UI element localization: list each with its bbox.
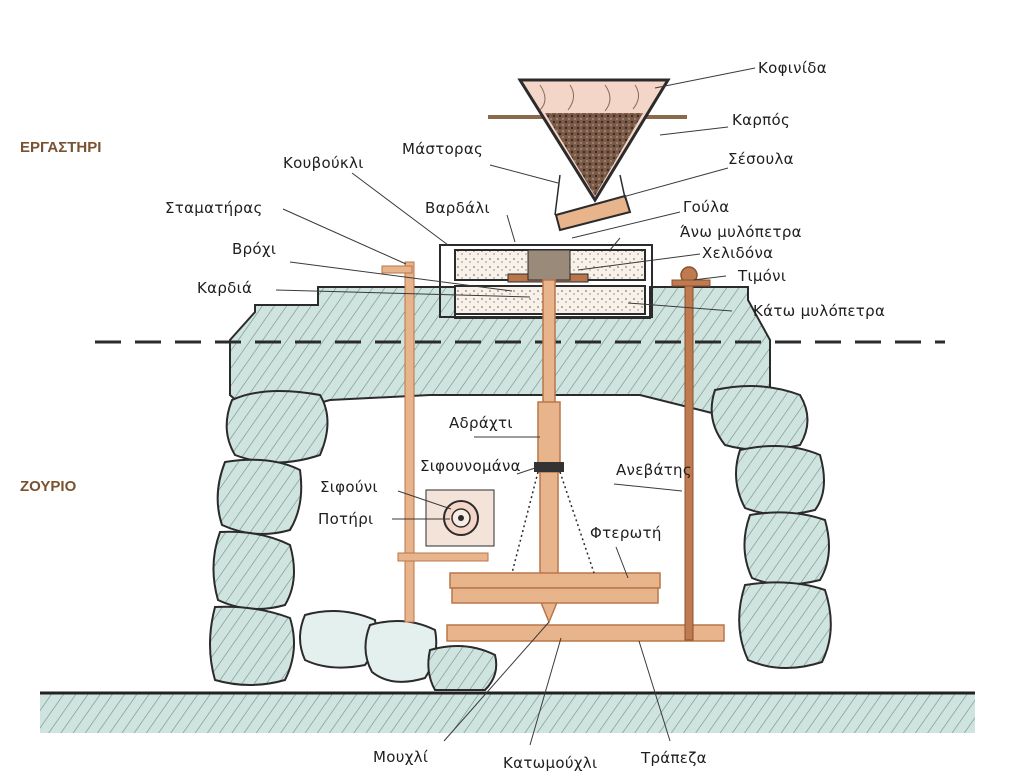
label-hopper: Κοφινίδα	[758, 59, 827, 77]
nozzle	[425, 489, 495, 547]
label-stopper: Σταματήρας	[165, 199, 263, 217]
label-cover: Κουβούκλι	[283, 154, 364, 172]
label-master: Μάστορας	[402, 140, 483, 158]
label-lower-pivot: Κατωμούχλι	[503, 754, 597, 772]
label-rynd: Χελιδόνα	[702, 244, 773, 262]
spindle	[534, 279, 564, 624]
label-upper-millstone: Άνω μυλόπετρα	[680, 223, 802, 241]
label-bridge-tree: Τράπεζα	[640, 749, 707, 767]
label-cup: Ποτήρι	[318, 510, 373, 528]
label-lifter: Ανεβάτης	[616, 461, 692, 479]
lifting-rod	[671, 266, 711, 641]
label-feed-shoe: Βαρδάλι	[425, 199, 490, 217]
stone-wall-left	[209, 390, 498, 691]
bridge-tree	[446, 624, 725, 642]
paddle-wheel	[449, 471, 661, 604]
label-nozzle: Σιφούνι	[320, 478, 378, 496]
label-heart: Καρδιά	[197, 279, 252, 297]
stone-wall-right	[710, 385, 832, 670]
hopper	[488, 78, 687, 203]
leader-lines	[275, 67, 756, 746]
section-label-workshop: ΕΡΓΑΣΤΗΡΙ	[20, 139, 101, 156]
label-spindle: Αδράχτι	[449, 414, 513, 432]
label-scoop: Σέσουλα	[728, 150, 794, 168]
label-pivot: Μουχλί	[373, 748, 428, 766]
stop-rod	[381, 261, 489, 623]
label-wheel: Φτερωτή	[590, 524, 662, 542]
label-loop: Βρόχι	[232, 240, 276, 258]
label-lower-millstone: Κάτω μυλόπετρα	[753, 302, 885, 320]
section-label-basement: ΖΟΥΡΙΟ	[20, 478, 77, 495]
label-grain: Καρπός	[732, 111, 790, 129]
ground	[40, 691, 975, 733]
label-tiller: Τιμόνι	[737, 267, 786, 285]
label-eye: Γούλα	[683, 198, 729, 216]
label-nozzle-sleeve: Σιφουνομάνα	[420, 457, 521, 475]
chute	[554, 174, 632, 232]
